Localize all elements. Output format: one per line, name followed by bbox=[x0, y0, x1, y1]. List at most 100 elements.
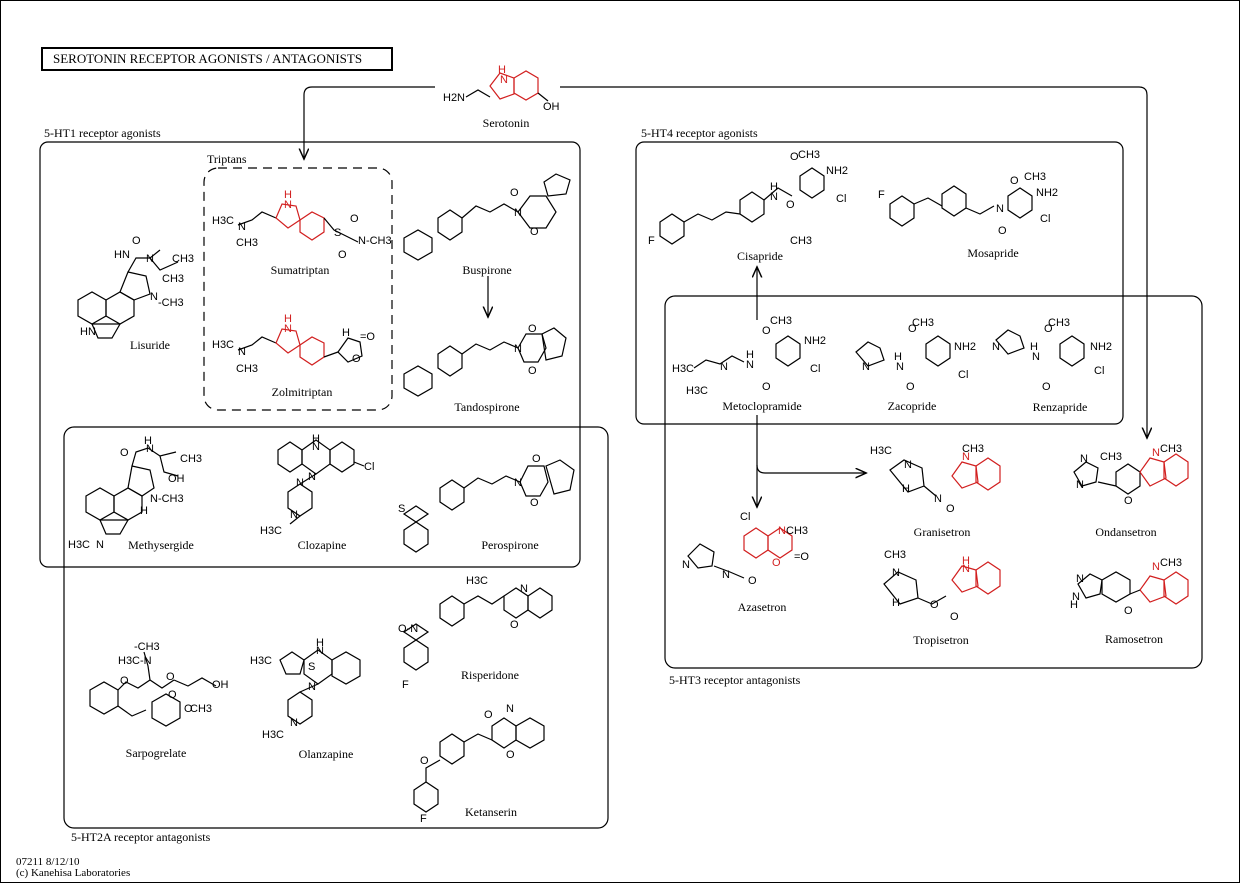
svg-text:H: H bbox=[498, 64, 506, 76]
svg-text:H3C: H3C bbox=[262, 729, 284, 741]
svg-text:O: O bbox=[184, 703, 193, 715]
svg-text:N-CH3: N-CH3 bbox=[150, 493, 184, 505]
svg-text:CH3: CH3 bbox=[790, 235, 812, 247]
tandospirone-label: Tandospirone bbox=[454, 400, 520, 414]
svg-text:H: H bbox=[1030, 341, 1038, 353]
svg-text:CH3: CH3 bbox=[798, 149, 820, 161]
svg-text:S: S bbox=[334, 227, 341, 239]
svg-text:F: F bbox=[402, 679, 409, 691]
ht4-agonists-box bbox=[635, 141, 1124, 425]
granisetron-structure: H3C N H N O N CH3 bbox=[870, 443, 1001, 515]
svg-text:N: N bbox=[1076, 573, 1084, 585]
svg-text:O: O bbox=[530, 497, 539, 509]
svg-text:O: O bbox=[528, 323, 537, 335]
svg-text:Cl: Cl bbox=[740, 511, 750, 523]
svg-text:O: O bbox=[510, 619, 519, 631]
tropisetron-structure: CH3 N H O O H N bbox=[883, 549, 1001, 623]
svg-text:NH2: NH2 bbox=[954, 341, 976, 353]
lisuride-structure: HN HN N CH3 CH3 N -CH3 O bbox=[77, 235, 194, 339]
svg-text:N: N bbox=[746, 359, 754, 371]
svg-text:H: H bbox=[144, 435, 152, 447]
diagram-title: SEROTONIN RECEPTOR AGONISTS / ANTAGONIST… bbox=[41, 47, 393, 71]
granisetron-label: Granisetron bbox=[913, 525, 971, 539]
svg-text:N: N bbox=[962, 451, 970, 463]
zolmitriptan-label: Zolmitriptan bbox=[271, 385, 333, 399]
svg-text:H: H bbox=[770, 181, 778, 193]
svg-text:N: N bbox=[284, 323, 292, 335]
svg-text:CH3: CH3 bbox=[1024, 171, 1046, 183]
svg-text:O: O bbox=[166, 671, 175, 683]
svg-text:S: S bbox=[308, 661, 315, 673]
methysergide-label: Methysergide bbox=[128, 538, 194, 552]
buspirone-label: Buspirone bbox=[462, 263, 512, 277]
svg-text:N: N bbox=[722, 569, 730, 581]
arrow-metoclopramide-to-granisetron bbox=[756, 464, 865, 473]
svg-text:H3C: H3C bbox=[212, 215, 234, 227]
svg-text:NH2: NH2 bbox=[826, 165, 848, 177]
svg-text:S: S bbox=[398, 503, 405, 515]
arrow-serotonin-to-triptans bbox=[304, 86, 435, 158]
triptans-label: Triptans bbox=[207, 152, 247, 166]
svg-text:N: N bbox=[862, 361, 870, 373]
svg-text:N: N bbox=[296, 477, 304, 489]
svg-text:F: F bbox=[878, 189, 885, 201]
azasetron-label: Azasetron bbox=[737, 600, 787, 614]
svg-text:H: H bbox=[1070, 599, 1078, 611]
svg-text:Cl: Cl bbox=[836, 193, 846, 205]
sumatriptan-label: Sumatriptan bbox=[270, 263, 330, 277]
svg-text:-CH3: -CH3 bbox=[134, 641, 160, 653]
svg-text:O: O bbox=[1010, 175, 1019, 187]
svg-text:H: H bbox=[892, 597, 900, 609]
svg-text:H3C: H3C bbox=[212, 339, 234, 351]
zacopride-structure: N H N O O CH3 NH2 Cl bbox=[855, 317, 976, 393]
svg-text:N: N bbox=[1152, 561, 1160, 573]
svg-text:N: N bbox=[514, 207, 522, 219]
ondansetron-label: Ondansetron bbox=[1095, 525, 1157, 539]
footer-copyright: (c) Kanehisa Laboratories bbox=[16, 867, 131, 879]
svg-text:O: O bbox=[772, 557, 781, 569]
svg-text:=O: =O bbox=[360, 331, 375, 343]
svg-text:N: N bbox=[146, 443, 154, 455]
renzapride-label: Renzapride bbox=[1032, 400, 1088, 414]
methysergide-structure: O H N CH3 OH N-CH3 H N H3C bbox=[68, 435, 202, 551]
cisapride-label: Cisapride bbox=[737, 249, 783, 263]
svg-text:O: O bbox=[762, 325, 771, 337]
svg-text:CH3: CH3 bbox=[962, 443, 984, 455]
svg-text:H3C: H3C bbox=[260, 525, 282, 537]
svg-text:O: O bbox=[132, 235, 141, 247]
svg-text:OH: OH bbox=[168, 473, 185, 485]
svg-text:OH: OH bbox=[212, 679, 229, 691]
tropisetron-label: Tropisetron bbox=[913, 633, 969, 647]
svg-text:N: N bbox=[962, 563, 970, 575]
svg-text:CH3: CH3 bbox=[1100, 451, 1122, 463]
olanzapine-structure: H3C S H N N N H3C bbox=[250, 637, 361, 741]
svg-text:N: N bbox=[316, 645, 324, 657]
ramosetron-label: Ramosetron bbox=[1105, 632, 1163, 646]
svg-text:N: N bbox=[904, 459, 912, 471]
svg-text:O: O bbox=[420, 755, 429, 767]
svg-text:O: O bbox=[1042, 381, 1051, 393]
svg-text:H: H bbox=[746, 349, 754, 361]
svg-text:O: O bbox=[530, 226, 539, 238]
svg-text:O: O bbox=[748, 575, 757, 587]
ht3-antagonists-label: 5-HT3 receptor antagonists bbox=[669, 673, 801, 687]
svg-text:O: O bbox=[528, 365, 537, 377]
ht4-agonists-label: 5-HT4 receptor agonists bbox=[641, 126, 758, 140]
svg-text:CH3: CH3 bbox=[180, 453, 202, 465]
svg-text:H: H bbox=[284, 189, 292, 201]
svg-text:H: H bbox=[962, 555, 970, 567]
arrow-serotonin-to-5ht3 bbox=[560, 86, 1147, 437]
risperidone-label: Risperidone bbox=[461, 668, 519, 682]
svg-text:NH2: NH2 bbox=[1090, 341, 1112, 353]
svg-text:H: H bbox=[312, 433, 320, 445]
svg-text:NH2: NH2 bbox=[1036, 187, 1058, 199]
svg-text:O: O bbox=[950, 611, 959, 623]
svg-text:O: O bbox=[790, 151, 799, 163]
svg-text:CH3: CH3 bbox=[1048, 317, 1070, 329]
perospirone-structure: S O O N bbox=[398, 453, 575, 553]
svg-text:N: N bbox=[308, 681, 316, 693]
perospirone-label: Perospirone bbox=[481, 538, 539, 552]
svg-text:O: O bbox=[510, 187, 519, 199]
svg-text:N: N bbox=[150, 291, 158, 303]
